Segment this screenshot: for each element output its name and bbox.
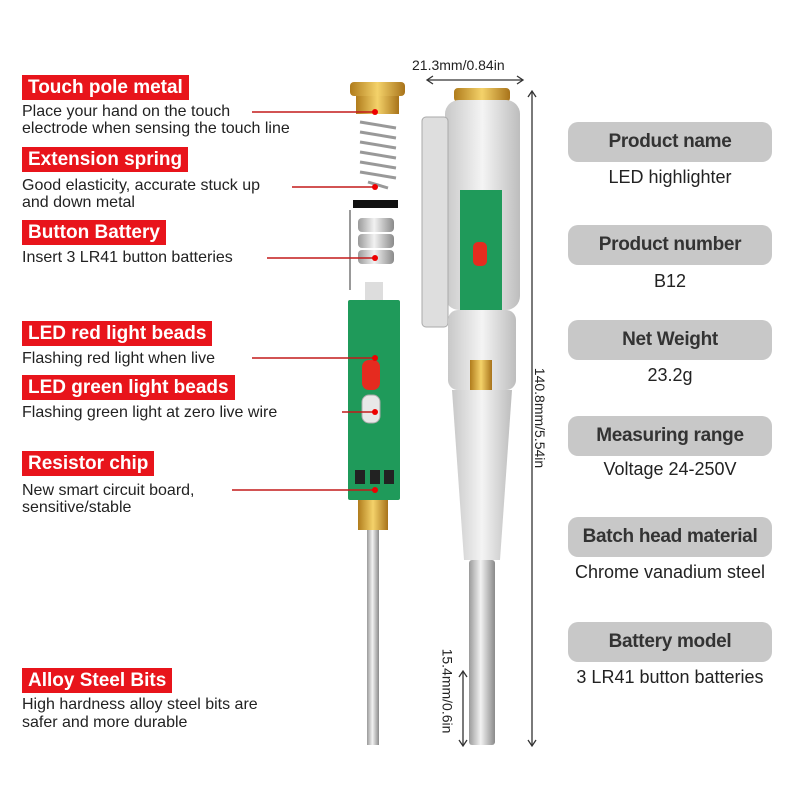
spec-label-product-name: Product name [568,122,772,162]
red-led [362,360,380,390]
component-title: Resistor chip [22,451,155,476]
component-title: Extension spring [22,147,189,172]
leader-lines [232,111,375,491]
component-title: LED green light beads [22,375,235,400]
spec-value-measuring-range: Voltage 24-250V [603,459,737,479]
battery-part [358,218,394,264]
component-title: Alloy Steel Bits [22,668,173,693]
component-desc: Insert 3 LR41 button batteries [22,249,233,266]
pen-clip [421,116,449,328]
green-led [361,394,381,424]
component-desc: High hardness alloy steel bits are [22,696,258,713]
tip-dimension: 15.4mm/0.6in [439,648,456,734]
length-dimension: 140.8mm/5.54in [532,367,549,469]
pcb-part [348,282,400,745]
component-desc: safer and more durable [22,714,188,731]
spec-value-head-material: Chrome vanadium steel [574,562,766,582]
spec-value-product-number: B12 [653,271,687,291]
spring-part [359,120,397,190]
component-desc: Flashing red light when live [22,350,215,367]
component-desc: Place your hand on the touch [22,103,231,120]
dimension-lines [425,75,537,748]
spec-value-net-weight: 23.2g [647,365,693,385]
spec-label-battery-model: Battery model [568,622,772,662]
width-dimension: 21.3mm/0.84in [412,57,505,73]
spec-label-product-number: Product number [568,225,772,265]
insulator-part [353,200,398,208]
component-desc: electrode when sensing the touch line [22,120,290,137]
assembled-pen [421,88,520,745]
component-desc: Good elasticity, accurate stuck up [22,177,261,194]
component-desc: Flashing green light at zero live wire [22,404,278,421]
component-title: Touch pole metal [22,75,189,100]
steel-bit [367,530,379,745]
component-desc: New smart circuit board, [22,482,195,499]
component-title: LED red light beads [22,321,213,346]
component-desc: and down metal [22,194,135,211]
spec-label-head-material: Batch head material [568,517,772,557]
spec-value-battery-model: 3 LR41 button batteries [576,667,764,687]
spec-label-net-weight: Net Weight [568,320,772,360]
leader-dots [372,109,378,493]
component-desc: sensitive/stable [22,499,132,516]
spec-label-measuring-range: Measuring range [568,416,772,456]
component-title: Button Battery [22,220,166,245]
touch-pole-part [350,82,405,114]
spec-value-product-name: LED highlighter [608,167,732,187]
